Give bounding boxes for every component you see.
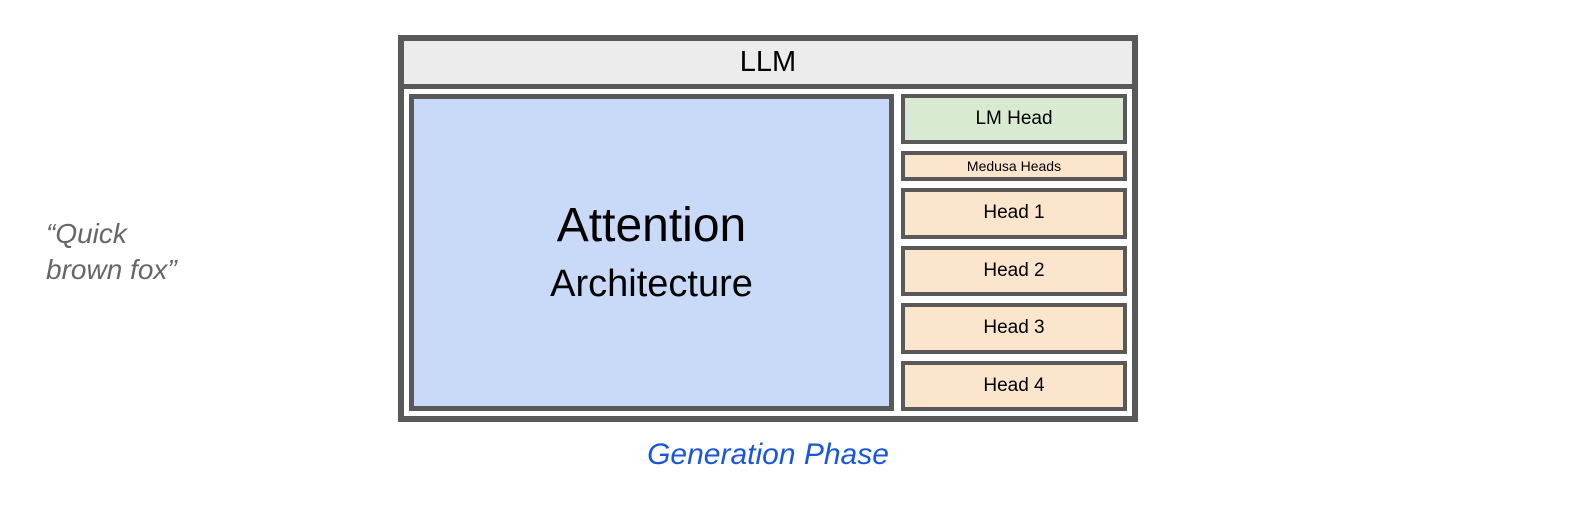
attention-label: Attention	[556, 199, 747, 253]
llm-title-bar: LLM	[404, 41, 1132, 89]
heads-column: LM Head Medusa Heads Head 1 Head 2 Head …	[901, 94, 1127, 411]
medusa-head-1-box: Head 1	[901, 188, 1127, 239]
medusa-heads-box: Medusa Heads	[901, 151, 1127, 181]
medusa-heads-label: Medusa Heads	[966, 158, 1062, 174]
architecture-label: Architecture	[550, 263, 753, 306]
generation-phase-caption: Generation Phase	[647, 438, 889, 471]
medusa-head-4-label: Head 4	[983, 374, 1045, 396]
medusa-head-3-label: Head 3	[983, 317, 1045, 339]
llm-content-area: Attention Architecture LM Head Medusa He…	[404, 89, 1132, 416]
lm-head-label: LM Head	[975, 108, 1053, 129]
attention-architecture-box: Attention Architecture	[409, 94, 894, 411]
llm-title-label: LLM	[739, 46, 797, 78]
medusa-head-1-label: Head 1	[983, 202, 1045, 224]
medusa-head-2-label: Head 2	[983, 259, 1045, 281]
medusa-head-4-box: Head 4	[901, 360, 1127, 411]
medusa-head-2-box: Head 2	[901, 245, 1127, 296]
medusa-head-3-box: Head 3	[901, 303, 1127, 354]
llm-architecture-diagram: LLM Attention Architecture LM Head Medus…	[398, 35, 1138, 422]
lm-head-box: LM Head	[901, 94, 1127, 144]
input-prompt-text: “Quick brown fox”	[46, 218, 177, 286]
